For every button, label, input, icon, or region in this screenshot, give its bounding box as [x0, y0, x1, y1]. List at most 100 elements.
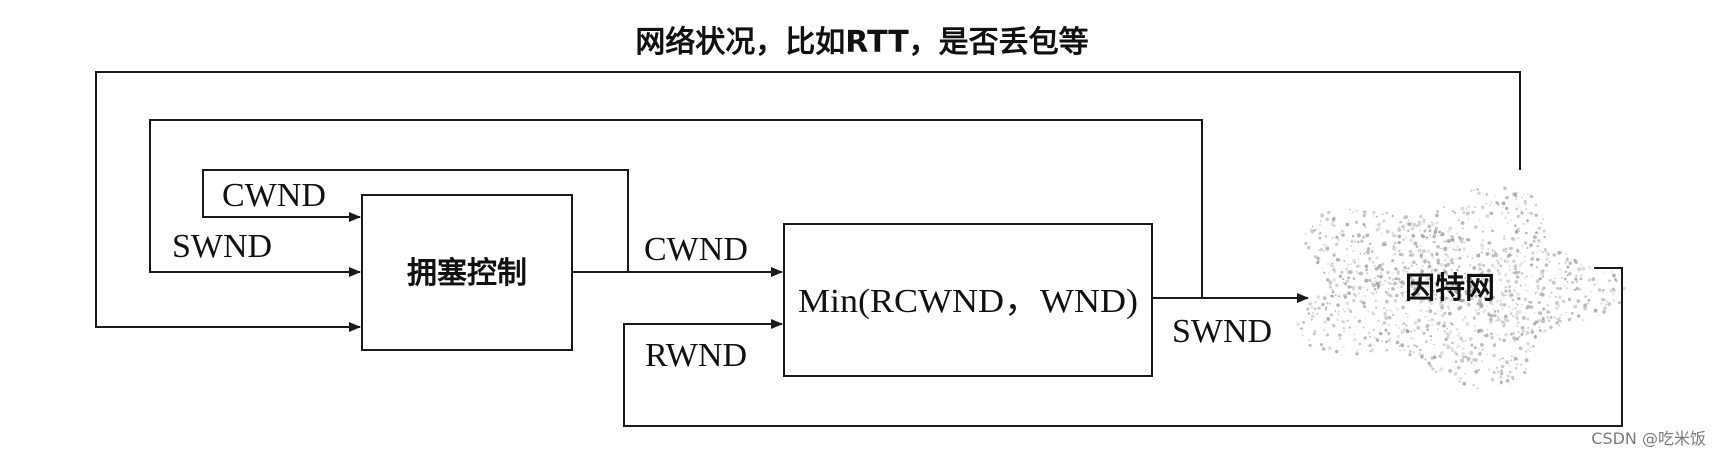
cloud-speck — [1307, 312, 1311, 315]
cloud-speck — [1416, 278, 1420, 282]
cloud-speck — [1516, 248, 1519, 251]
cloud-speck — [1488, 294, 1493, 299]
cloud-speck — [1423, 299, 1425, 301]
cloud-speck — [1510, 293, 1514, 297]
cloud-speck — [1442, 343, 1446, 347]
cloud-speck — [1426, 328, 1430, 332]
cloud-speck — [1323, 243, 1325, 246]
cloud-speck — [1511, 192, 1516, 197]
cloud-speck — [1397, 234, 1401, 239]
cloud-speck — [1536, 251, 1539, 254]
cloud-speck — [1496, 300, 1500, 303]
cloud-speck — [1363, 286, 1365, 289]
cloud-speck — [1612, 293, 1615, 296]
cloud-speck — [1458, 219, 1460, 222]
cloud-speck — [1512, 237, 1516, 242]
cloud-speck — [1466, 204, 1471, 208]
cloud-speck — [1454, 242, 1456, 244]
cloud-speck — [1520, 210, 1523, 213]
cloud-speck — [1481, 193, 1484, 196]
cloud-speck — [1353, 338, 1357, 342]
cloud-speck — [1450, 347, 1455, 351]
cloud-speck — [1413, 270, 1416, 273]
cloud-speck — [1450, 260, 1454, 265]
cloud-speck — [1444, 253, 1447, 256]
cloud-speck — [1482, 310, 1485, 313]
cloud-speck — [1407, 267, 1410, 270]
cloud-speck — [1444, 281, 1446, 283]
cloud-speck — [1544, 263, 1548, 267]
cloud-speck — [1374, 277, 1376, 279]
cloud-speck — [1324, 306, 1328, 309]
cloud-speck — [1495, 367, 1498, 369]
cloud-speck — [1460, 282, 1463, 285]
cloud-speck — [1387, 315, 1392, 320]
cloud-speck — [1488, 369, 1491, 372]
cloud-speck — [1458, 380, 1461, 383]
cloud-speck — [1347, 264, 1350, 267]
cloud-speck — [1486, 305, 1489, 307]
cloud-speck — [1577, 267, 1582, 272]
cloud-speck — [1436, 244, 1440, 249]
cloud-speck — [1325, 217, 1329, 222]
cloud-speck — [1419, 348, 1422, 352]
cloud-speck — [1542, 218, 1545, 220]
cloud-speck — [1424, 358, 1427, 361]
cloud-speck — [1473, 317, 1476, 320]
cloud-speck — [1530, 195, 1534, 198]
cloud-speck — [1326, 317, 1331, 321]
cloud-speck — [1323, 328, 1326, 332]
cloud-speck — [1424, 238, 1427, 241]
cloud-speck — [1536, 320, 1539, 324]
cloud-speck — [1367, 310, 1369, 313]
cloud-speck — [1486, 268, 1491, 273]
cloud-speck — [1529, 350, 1531, 352]
cloud-speck — [1489, 317, 1493, 322]
cloud-speck — [1455, 257, 1457, 260]
cloud-speck — [1459, 337, 1462, 340]
cloud-speck — [1545, 257, 1549, 261]
cloud-speck — [1451, 341, 1454, 345]
cloud-speck — [1328, 302, 1331, 305]
cloud-speck — [1488, 320, 1493, 325]
cloud-speck — [1605, 303, 1607, 305]
cloud-speck — [1612, 273, 1616, 278]
cloud-speck — [1474, 294, 1478, 298]
cloud-speck — [1389, 294, 1392, 297]
cloud-speck — [1401, 305, 1405, 310]
cloud-speck — [1350, 263, 1352, 265]
cloud-speck — [1457, 344, 1460, 348]
cloud-speck — [1428, 277, 1432, 281]
cloud-speck — [1506, 259, 1510, 264]
cloud-speck — [1524, 255, 1526, 258]
cloud-speck — [1313, 229, 1317, 232]
cloud-speck — [1462, 281, 1466, 285]
cloud-speck — [1403, 322, 1405, 324]
cloud-speck — [1440, 306, 1444, 310]
cloud-speck — [1583, 303, 1588, 308]
cloud-speck — [1343, 310, 1346, 313]
cloud-speck — [1420, 328, 1423, 331]
cloud-speck — [1567, 318, 1571, 322]
cloud-speck — [1525, 289, 1527, 291]
cloud-speck — [1575, 280, 1579, 284]
cloud-speck — [1433, 352, 1436, 355]
cloud-speck — [1513, 356, 1517, 360]
cloud-speck — [1325, 248, 1330, 252]
cloud-speck — [1519, 252, 1522, 254]
cloud-speck — [1332, 278, 1337, 283]
cloud-speck — [1497, 371, 1500, 374]
cloud-speck — [1444, 271, 1447, 274]
cloud-speck — [1372, 313, 1375, 315]
cloud-speck — [1568, 271, 1572, 276]
cloud-speck — [1500, 358, 1503, 361]
rwnd-input-label: RWND — [645, 337, 747, 374]
rwnd-input-line — [623, 267, 1623, 427]
cloud-speck — [1500, 320, 1504, 324]
cloud-speck — [1527, 326, 1530, 329]
cloud-speck — [1520, 272, 1524, 275]
cloud-speck — [1380, 267, 1384, 272]
cloud-speck — [1496, 334, 1499, 337]
cloud-speck — [1505, 247, 1508, 250]
cloud-speck — [1430, 365, 1433, 368]
